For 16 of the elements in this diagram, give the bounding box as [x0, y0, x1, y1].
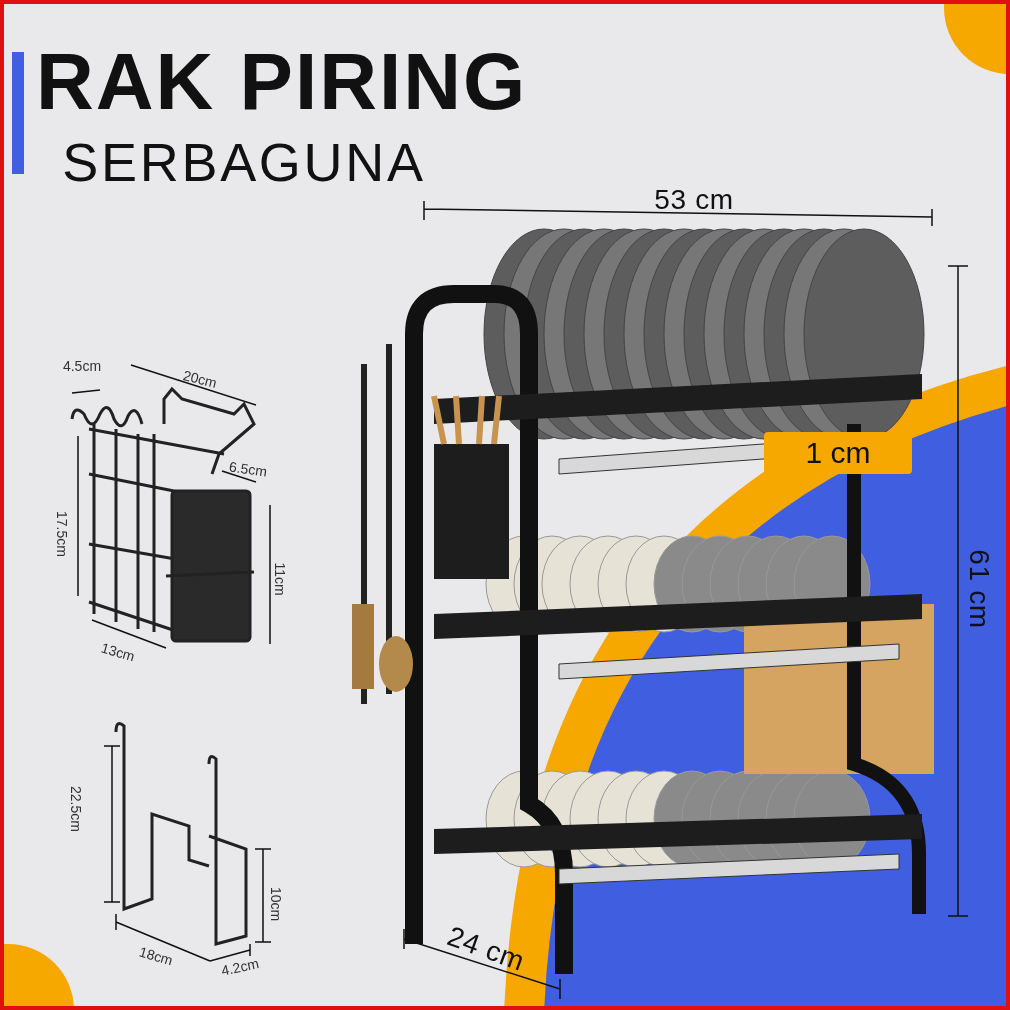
dimension-label: 6.5cm [228, 459, 268, 479]
dimension-label: 61 cm [965, 549, 993, 629]
dimension-badge: 1 cm [764, 432, 912, 474]
title: RAK PIRING [36, 42, 528, 122]
dimension-label: 24 cm [443, 922, 529, 976]
dimension-label: 11cm [273, 562, 287, 596]
dimension-label: 10cm [269, 886, 283, 922]
dimension-label: 18cm [137, 944, 175, 968]
dimension-label: 53 cm [654, 186, 734, 214]
dimension-label: 20cm [181, 368, 219, 390]
subtitle: SERBAGUNA [62, 135, 426, 189]
dimension-label: 4.5cm [62, 359, 102, 373]
dimension-label: 13cm [99, 640, 137, 664]
dimension-label: 22.5cm [69, 786, 83, 832]
dimension-label: 17.5cm [55, 511, 69, 557]
dimension-label: 4.2cm [219, 956, 261, 978]
